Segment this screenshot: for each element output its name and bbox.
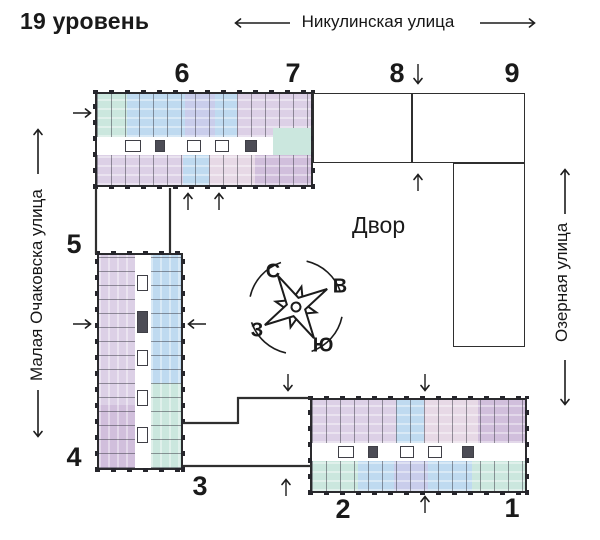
corridor-core — [245, 140, 257, 152]
building-sections-4-5[interactable] — [95, 251, 185, 472]
corridor-core — [428, 446, 442, 458]
compass-south-label: Ю — [313, 334, 334, 356]
section-label-9[interactable]: 9 — [504, 58, 520, 88]
section-label-1[interactable]: 1 — [504, 493, 520, 523]
facade-ticks — [181, 251, 185, 472]
compass-west-label: З — [251, 319, 264, 341]
section-label-8[interactable]: 8 — [389, 58, 405, 88]
apartment-row — [312, 461, 525, 491]
apartment-block — [273, 128, 311, 157]
corridor-core — [400, 446, 414, 458]
courtyard-label: Двор — [352, 212, 406, 238]
corridor-core — [155, 140, 165, 152]
apartment-row — [97, 155, 311, 185]
apartment-column — [99, 255, 135, 468]
corridor-core — [215, 140, 229, 152]
apartment-column — [151, 255, 181, 468]
section-label-5[interactable]: 5 — [66, 229, 82, 259]
street-label-right: Озерная улица — [552, 222, 571, 342]
apartment-row — [312, 400, 525, 443]
corridor-core — [137, 427, 148, 443]
section-label-4[interactable]: 4 — [66, 442, 82, 472]
corridor-core — [137, 311, 148, 333]
facade-ticks — [95, 468, 185, 472]
building-sections-1-2[interactable] — [308, 396, 529, 495]
corridor-core — [137, 350, 148, 366]
page-title: 19 уровень — [20, 8, 150, 34]
section-label-2[interactable]: 2 — [335, 494, 351, 524]
section-divider — [411, 94, 413, 162]
corridor-core — [462, 446, 474, 458]
section-label-3[interactable]: 3 — [192, 471, 208, 501]
corridor-core — [125, 140, 141, 152]
corridor — [135, 255, 151, 468]
compass-north-label: С — [266, 260, 280, 282]
corridor-core — [137, 275, 148, 291]
facade-ticks — [525, 396, 529, 495]
corridor-core — [368, 446, 378, 458]
corridor-core — [187, 140, 201, 152]
street-label-top: Никулинская улица — [301, 12, 455, 31]
corridor — [97, 137, 311, 155]
street-label-left: Малая Очаковска улица — [27, 189, 46, 381]
section-label-6[interactable]: 6 — [174, 58, 190, 88]
building-outline-sections-8-9[interactable] — [313, 93, 525, 163]
facade-ticks — [93, 185, 315, 189]
building-outline-section-9-wing[interactable] — [453, 163, 525, 347]
compass-rose-icon: С В Ю З — [248, 259, 347, 356]
corridor-core — [338, 446, 354, 458]
compass-east-label: В — [333, 275, 347, 297]
corridor — [312, 443, 525, 461]
corridor-core — [137, 390, 148, 406]
building-sections-6-7[interactable] — [93, 90, 315, 189]
section-label-7[interactable]: 7 — [285, 58, 301, 88]
